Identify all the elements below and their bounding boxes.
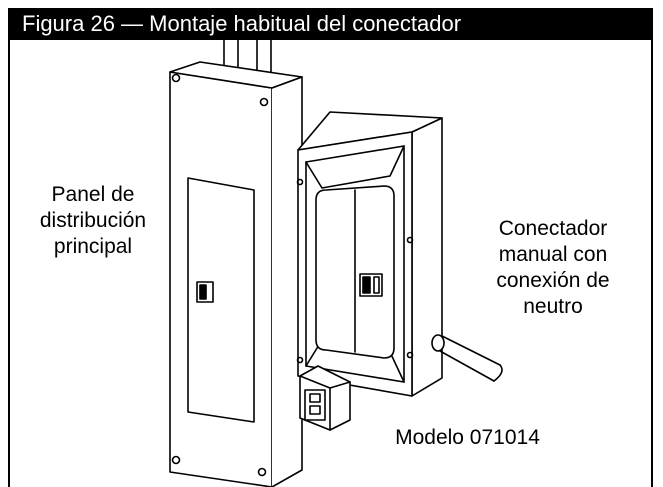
transfer-switch-drawing bbox=[296, 111, 443, 397]
main-panel-label-line-2: distribución bbox=[39, 209, 147, 232]
outgoing-cable bbox=[431, 334, 503, 382]
main-panel-label-line-1: Panel de bbox=[51, 183, 135, 206]
main-panel-label-line-3: principal bbox=[53, 235, 133, 258]
connector-label-line-1: Conectador bbox=[498, 217, 608, 240]
connector-label-line-3: conexión de bbox=[496, 269, 610, 292]
figure-title: Figura 26 — Montaje habitual del conecta… bbox=[8, 8, 653, 40]
main-panel-drawing bbox=[169, 61, 303, 487]
connector-label-line-2: manual con bbox=[498, 243, 608, 266]
connector-label: Conectador manual con conexión de neutro bbox=[470, 216, 636, 320]
main-panel-label: Panel de distribución principal bbox=[18, 182, 168, 260]
connector-label-line-4: neutro bbox=[523, 295, 583, 318]
receptacle-drawing bbox=[299, 365, 351, 431]
model-label: Modelo 071014 bbox=[395, 426, 540, 449]
